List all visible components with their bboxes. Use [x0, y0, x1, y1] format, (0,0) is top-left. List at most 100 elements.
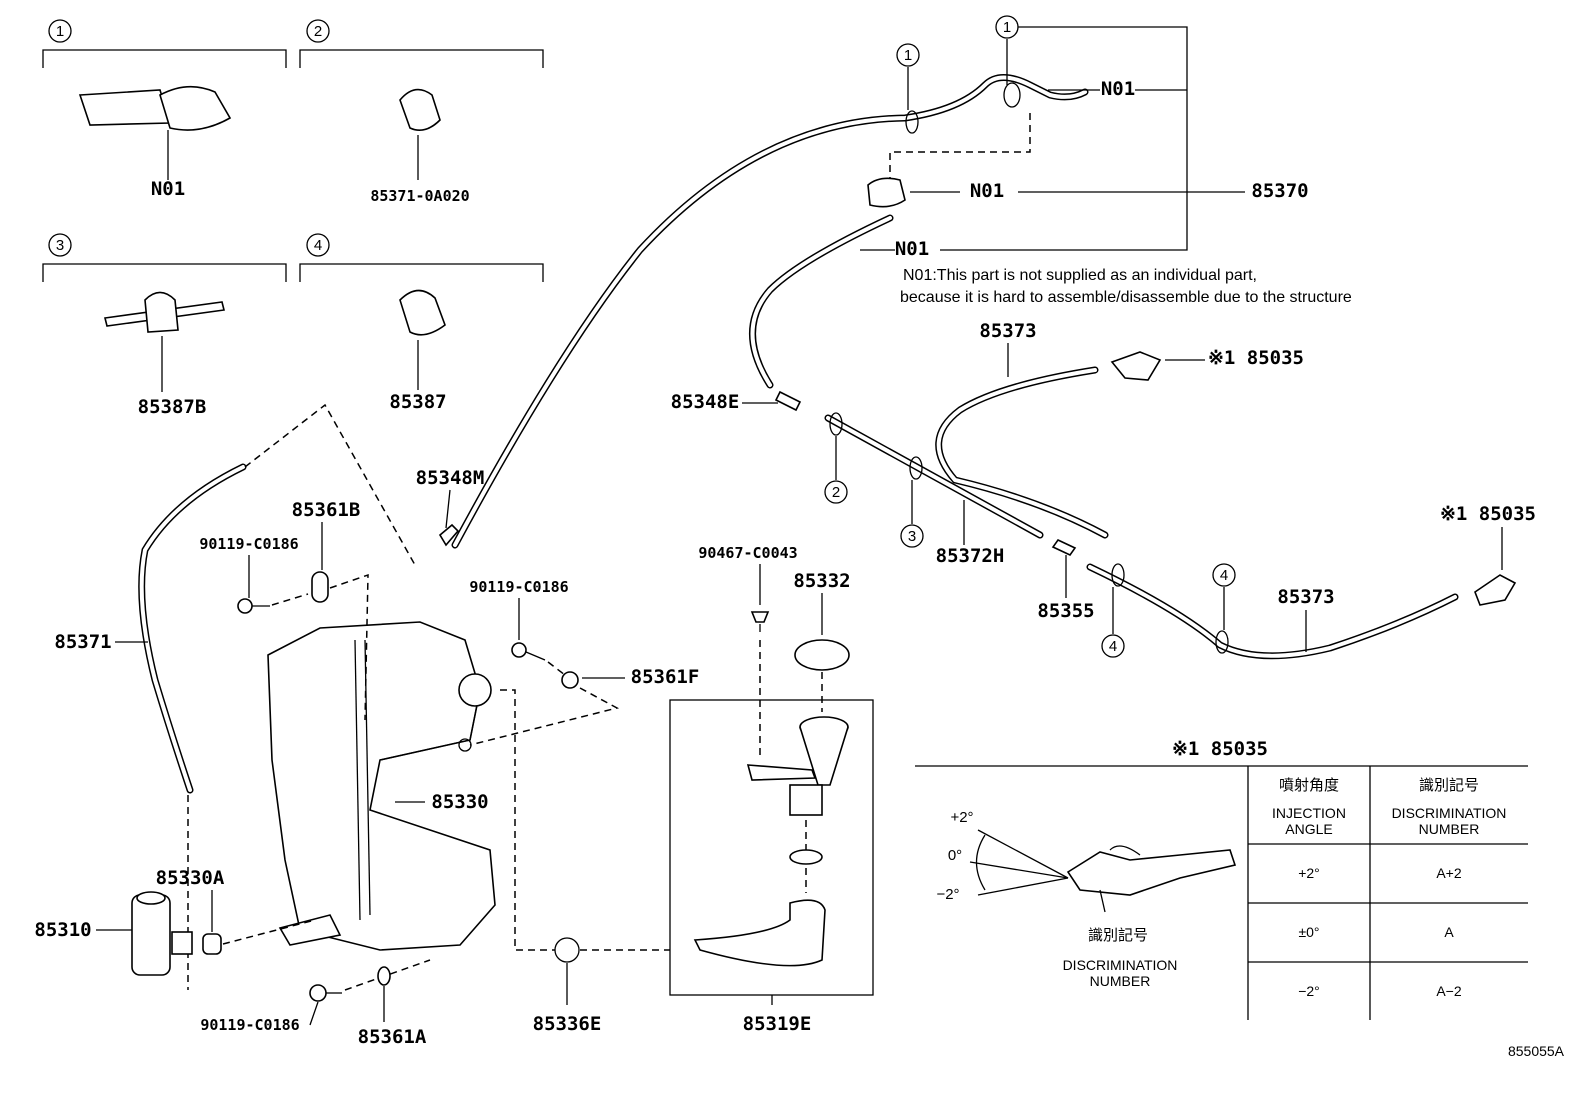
part-label-85336E: 85336E — [533, 1013, 602, 1035]
filler-opening — [458, 673, 492, 707]
part-label-85310: 85310 — [34, 919, 91, 941]
svg-text:1: 1 — [1003, 19, 1011, 36]
part-label-85330: 85330 — [431, 791, 488, 813]
callout-marker-1 — [48, 19, 72, 43]
hose-85348M — [451, 74, 1089, 549]
part-number-label: 85387B — [138, 396, 207, 418]
filler-hose-85319E — [693, 899, 826, 967]
clamp-ring — [1003, 82, 1021, 108]
part-label-85332: 85332 — [793, 570, 850, 592]
part-number-label: 85371-0A020 — [370, 187, 469, 205]
part-label-85361B: 85361B — [292, 499, 361, 521]
variant-3: 3 85387B — [42, 233, 287, 418]
svg-text:3: 3 — [56, 237, 64, 254]
connector-85355 — [1051, 538, 1077, 557]
part-label-85348E: 85348E — [671, 391, 740, 413]
svg-text:4: 4 — [1220, 567, 1228, 584]
callout-marker-2 — [306, 19, 330, 43]
right-hose-assembly — [438, 351, 1517, 660]
part-label-85035: ※1 85035 — [1208, 347, 1304, 369]
clamp-ring — [905, 110, 919, 134]
clamp-ring — [829, 412, 843, 436]
part-label-bolt: 90119-C0186 — [469, 578, 568, 596]
table-cell-angle: ±0° — [1298, 924, 1319, 940]
mark-label-en: NUMBER — [1090, 973, 1151, 989]
table-cell-angle: −2° — [1298, 983, 1320, 999]
part-label-85035: ※1 85035 — [1440, 503, 1536, 525]
header-jp: 噴射角度 — [1279, 777, 1339, 794]
part-label-85361F: 85361F — [631, 666, 700, 688]
connector-85348M — [438, 523, 460, 547]
svg-text:2: 2 — [314, 23, 322, 40]
callout-marker-3 — [900, 524, 924, 548]
nozzle-spec-table: ※1 85035 噴射角度 INJECTION ANGLE 識別記号 DISCR… — [915, 738, 1528, 1020]
part-label-85373: 85373 — [1277, 586, 1334, 608]
svg-text:3: 3 — [908, 528, 916, 545]
nozzle-85035-b — [1474, 574, 1517, 606]
table-cell-code: A — [1444, 924, 1454, 940]
part-label-85373: 85373 — [979, 320, 1036, 342]
variant-1: 1 N01 — [42, 19, 287, 200]
header-en: NUMBER — [1419, 821, 1480, 837]
table-title: ※1 85035 — [1172, 738, 1268, 760]
part-label-85348M: 85348M — [416, 467, 485, 489]
table-cell-code: A+2 — [1436, 865, 1462, 881]
ring-85336E — [554, 937, 580, 963]
angle-label: 0° — [948, 847, 962, 864]
callout-marker-3 — [48, 233, 72, 257]
part-number-label: N01 — [151, 178, 185, 200]
clamp-ring — [1215, 630, 1229, 654]
svg-text:4: 4 — [314, 237, 322, 254]
angle-label: +2° — [950, 809, 973, 826]
callout-marker-4 — [1101, 634, 1125, 658]
table-cell-angle: +2° — [1298, 865, 1320, 881]
svg-text:2: 2 — [832, 484, 840, 501]
part-label-85355: 85355 — [1037, 600, 1094, 622]
part-label-85372H: 85372H — [936, 545, 1005, 567]
table-cell-code: A−2 — [1436, 983, 1462, 999]
part-label-85361A: 85361A — [358, 1026, 427, 1048]
grommet-85361B — [311, 571, 329, 603]
hose-85371 — [138, 463, 247, 794]
part-label-N01: N01 — [970, 180, 1004, 202]
variant-4: 4 85387 — [299, 233, 544, 413]
header-en: ANGLE — [1285, 821, 1332, 837]
washer-tank-85330 — [267, 621, 496, 951]
inlet-assembly — [693, 716, 849, 967]
clip-part-illustration — [399, 289, 446, 336]
part-label-bolt: 90119-C0186 — [199, 535, 298, 553]
clip-90467 — [750, 611, 770, 623]
nozzle-85035-a — [1110, 351, 1162, 381]
header-jp: 識別記号 — [1419, 777, 1479, 794]
callout-marker-2 — [824, 480, 848, 504]
note-line-2: because it is hard to assemble/disassemb… — [900, 289, 1352, 306]
hose-N01-lower — [749, 214, 894, 389]
callout-marker-4 — [1212, 563, 1236, 587]
callout-marker-4 — [306, 233, 330, 257]
header-en: DISCRIMINATION — [1392, 805, 1507, 821]
washer-pump-85310 — [131, 891, 193, 976]
grommet-85361F — [561, 671, 579, 689]
bolt-90119 — [309, 984, 327, 1002]
part-label-90467: 90467-C0043 — [698, 544, 797, 562]
callout-marker-label: 1 — [56, 23, 64, 40]
upper-hose-assembly — [451, 74, 1089, 549]
header-en: INJECTION — [1272, 805, 1346, 821]
part-label-N01: N01 — [895, 238, 929, 260]
joint-N01 — [867, 177, 906, 208]
part-number-label: 85387 — [389, 391, 446, 413]
mark-label-jp: 識別記号 — [1088, 927, 1148, 944]
part-label-85330A: 85330A — [156, 867, 225, 889]
clamp-ring — [909, 456, 923, 480]
cap-85332 — [794, 639, 850, 671]
clamp-ring — [1111, 563, 1125, 587]
part-label-bolt: 90119-C0186 — [200, 1016, 299, 1034]
note-line-1: N01:This part is not supplied as an indi… — [903, 267, 1257, 284]
callout-marker-1 — [896, 43, 920, 67]
part-label-85371: 85371 — [54, 631, 111, 653]
clip-part-illustration — [399, 88, 441, 131]
angle-label: −2° — [936, 886, 959, 903]
part-label-85370: 85370 — [1251, 180, 1308, 202]
washer-85361A — [377, 966, 391, 986]
